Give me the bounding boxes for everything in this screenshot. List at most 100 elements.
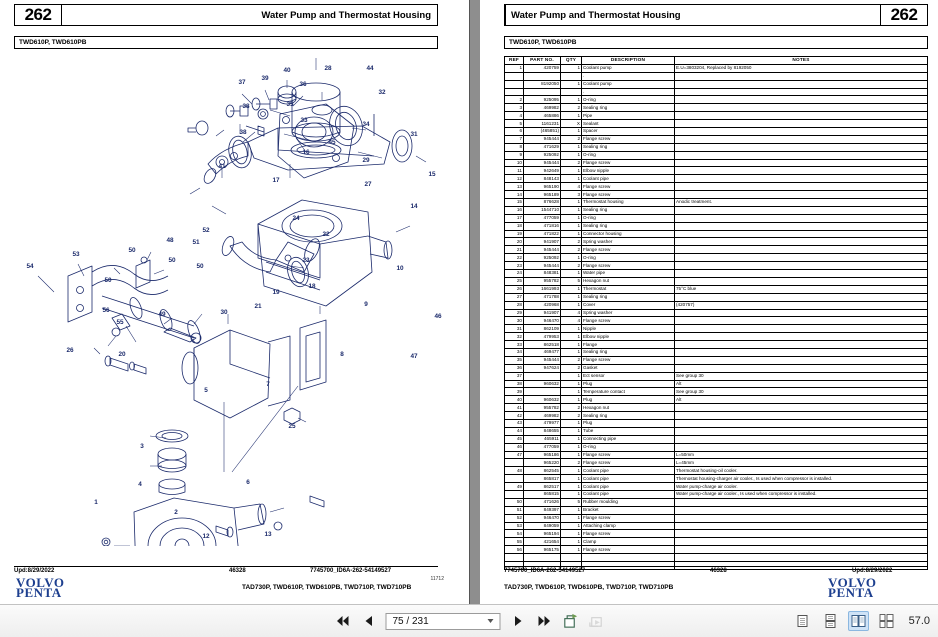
go-back-view-button[interactable] (562, 611, 579, 631)
table-row[interactable] (504, 561, 928, 570)
table-cell: 48 (504, 466, 524, 476)
svg-text:35: 35 (286, 101, 294, 108)
chevron-down-icon[interactable] (487, 619, 494, 623)
table-cell: Connecting pipe (581, 434, 675, 444)
two-page-view-button[interactable] (847, 611, 869, 631)
next-page-button[interactable] (510, 611, 527, 631)
table-cell: Coolant pipe (581, 174, 675, 184)
previous-page-button[interactable] (360, 611, 377, 631)
svg-text:51: 51 (192, 239, 200, 246)
first-page-button[interactable] (334, 611, 351, 631)
table-cell: 955782 (523, 276, 561, 286)
page-gutter (470, 0, 480, 605)
last-page-button[interactable] (536, 611, 553, 631)
svg-text:31: 31 (410, 131, 418, 138)
go-forward-view-button[interactable] (588, 611, 605, 631)
page-number-input[interactable]: 75 / 231 (385, 612, 501, 630)
page-left[interactable]: 262 Water Pump and Thermostat Housing TW… (0, 0, 470, 605)
table-cell: Sealant (581, 119, 675, 129)
table-row[interactable] (504, 553, 928, 562)
two-page-scroll-view-button[interactable] (876, 611, 897, 631)
right-page-number: 262 (880, 5, 927, 25)
table-cell: 1 (560, 347, 582, 357)
table-row[interactable]: . (504, 87, 928, 97)
table-row[interactable]: . (504, 71, 928, 81)
table-cell (504, 474, 524, 484)
table-cell (674, 87, 928, 97)
svg-text:7: 7 (266, 381, 270, 388)
table-cell: 942649 (523, 166, 561, 176)
right-footer-divider (504, 566, 928, 567)
table-cell (674, 505, 928, 515)
table-cell (523, 71, 561, 81)
continuous-scroll-view-button[interactable] (820, 611, 841, 631)
single-page-view-button[interactable] (792, 611, 813, 631)
document-viewport[interactable]: 262 Water Pump and Thermostat Housing TW… (0, 0, 938, 605)
left-footer-row: Upd:8/29/2022 46328 7745700_ID6A-262-541… (14, 568, 438, 578)
table-cell (674, 347, 928, 357)
page-right[interactable]: Water Pump and Thermostat Housing 262 TW… (480, 0, 938, 605)
